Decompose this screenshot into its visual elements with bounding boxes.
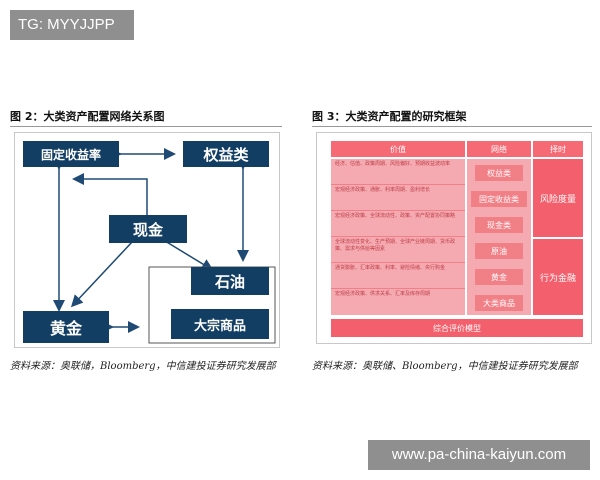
node-equity: 权益类 <box>183 141 269 167</box>
header-value: 价值 <box>331 141 465 157</box>
figure2-source: 资料来源：奥联储，Bloomberg，中信建投证券研究发展部 <box>10 361 276 372</box>
value-row: 通货膨胀、汇率政策、利率、避险情绪、央行购金 <box>331 263 465 289</box>
comprehensive-model: 综合评价模型 <box>331 319 583 337</box>
network-item-crude-oil: 原油 <box>475 243 523 259</box>
website-watermark: www.pa-china-kaiyun.com <box>368 440 590 470</box>
figure2-caption-rule <box>10 126 282 127</box>
node-oil: 石油 <box>191 267 269 295</box>
edge-cash-gold <box>70 240 134 308</box>
figure3-framework: 价值 网络 择时 经济、估值、政策周期、风险偏好、预期收益波动率 宏观经济政策、… <box>316 132 592 344</box>
figure3-caption-rule <box>312 126 592 127</box>
value-row: 宏观经济政策、供求关系、汇率及库存周期 <box>331 289 465 315</box>
timing-risk-measure: 风险度量 <box>533 159 583 237</box>
node-commodities: 大宗商品 <box>171 309 269 339</box>
network-item-equity: 权益类 <box>475 165 523 181</box>
edge-cash-oil <box>164 240 214 271</box>
value-column: 经济、估值、政策周期、风险偏好、预期收益波动率 宏观经济政策、通胀、利率周期、盈… <box>331 159 465 315</box>
node-cash: 现金 <box>109 215 187 243</box>
value-row: 经济、估值、政策周期、风险偏好、预期收益波动率 <box>331 159 465 185</box>
header-network: 网络 <box>467 141 531 157</box>
network-column: 权益类 固定收益类 现金类 原油 黄金 大类商品 <box>467 159 531 315</box>
figure3-caption: 图 3：大类资产配置的研究框架 <box>312 110 467 123</box>
timing-behavioral-finance: 行为金融 <box>533 239 583 315</box>
network-item-fixed-income: 固定收益类 <box>471 191 527 207</box>
network-item-commodities: 大类商品 <box>475 295 523 311</box>
figure3-source: 资料来源：奥联储、Bloomberg，中信建投证券研究发展部 <box>312 361 578 372</box>
figure2-caption: 图 2：大类资产配置网络关系图 <box>10 110 165 123</box>
header-timing: 择时 <box>533 141 583 157</box>
node-gold: 黄金 <box>23 311 109 343</box>
figure2-diagram: 固定收益率 权益类 现金 石油 黄金 大宗商品 <box>14 132 280 348</box>
value-row: 宏观经济政策、全球流动性、政策、资产配置协同策略 <box>331 211 465 237</box>
figure2-connectors <box>53 148 276 344</box>
network-item-gold: 黄金 <box>475 269 523 285</box>
node-fixed-income: 固定收益率 <box>23 141 119 167</box>
network-item-cash: 现金类 <box>475 217 523 233</box>
edge-cash-fixed <box>72 173 148 215</box>
channel-tag: TG: MYYJJPP <box>10 10 134 40</box>
value-row: 全球流动性变化、生产预期、全球产业链周期、货币政策、需求与供给等因素 <box>331 237 465 263</box>
value-row: 宏观经济政策、通胀、利率周期、盈利增长 <box>331 185 465 211</box>
